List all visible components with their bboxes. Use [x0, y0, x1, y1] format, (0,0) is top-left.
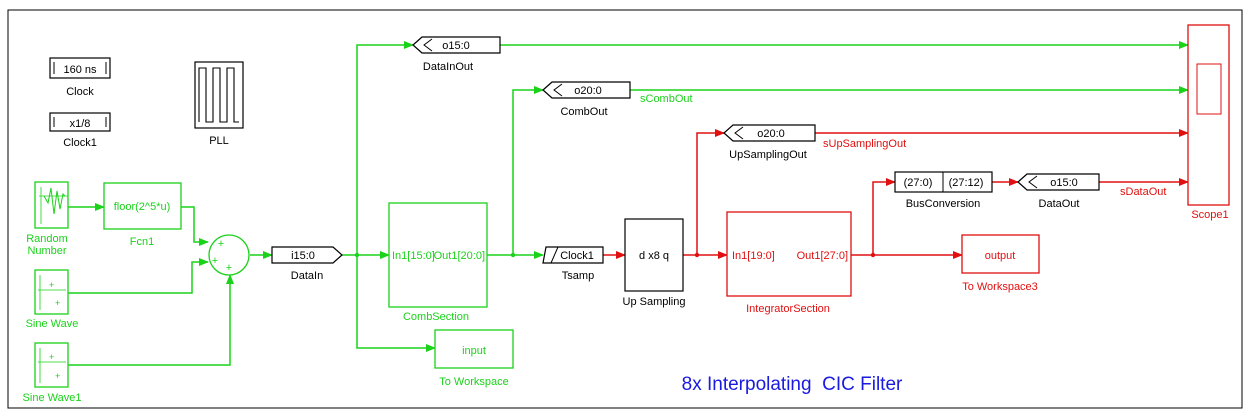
to-workspace-block[interactable]: input To Workspace [434, 329, 514, 388]
up-sampling-block[interactable]: d x8 q Up Sampling [623, 218, 686, 308]
datainout-block[interactable]: o15:0 DataInOut [412, 36, 501, 73]
datain-text: i15:0 [291, 250, 315, 262]
wire-sine1-to-sum [68, 274, 234, 366]
random-label-1: Random [26, 233, 68, 245]
to-workspace-label: To Workspace [439, 376, 509, 388]
pll-block[interactable]: PLL [194, 61, 244, 147]
to-workspace3-block[interactable]: output To Workspace3 [961, 234, 1040, 293]
combout-block[interactable]: o20:0 CombOut [542, 81, 631, 118]
integrator-port-in: In1[19:0] [732, 250, 775, 262]
wire-to-upsamplingout [696, 129, 725, 255]
upsamplingout-label: UpSamplingOut [729, 149, 807, 161]
dataout-label: DataOut [1039, 198, 1080, 210]
dataout-block[interactable]: o15:0 DataOut [1017, 173, 1100, 210]
clock1-text: x1/8 [70, 118, 91, 130]
random-label-2: Number [27, 245, 66, 257]
sum-sign: + [218, 238, 224, 250]
sine-wave1-block[interactable]: + + Sine Wave1 [23, 342, 82, 404]
clock-block[interactable]: 160 ns Clock [49, 57, 111, 98]
sum-sign: + [226, 262, 232, 274]
to-workspace-text: input [462, 345, 486, 357]
sine-wave-label: Sine Wave [26, 318, 79, 330]
datain-block[interactable]: i15:0 DataIn [271, 246, 343, 282]
wire-fcn1-to-sum [181, 206, 209, 246]
signal-label-combout: sCombOut [640, 93, 693, 105]
red-wires [603, 129, 1189, 259]
square-wave-icon [198, 67, 239, 123]
wire-to-datainout [356, 41, 414, 255]
red-junctions [694, 252, 876, 258]
fcn1-text: floor(2^5*u) [114, 201, 171, 213]
clock-text: 160 ns [63, 64, 97, 76]
to-workspace3-label: To Workspace3 [962, 281, 1038, 293]
sine1-glyph: + [49, 352, 54, 362]
tsamp-label: Tsamp [562, 270, 594, 282]
combout-text: o20:0 [574, 85, 602, 97]
comb-section-label: CombSection [403, 311, 469, 323]
datainout-label: DataInOut [423, 61, 473, 73]
bus-conversion-out: (27:12) [949, 177, 984, 189]
clock-label: Clock [66, 86, 94, 98]
sum-sign: + [212, 255, 218, 267]
scope1-label: Scope1 [1191, 209, 1228, 221]
wire-to-toworkspace [356, 255, 436, 352]
bus-conversion-block[interactable]: (27:0) (27:12) BusConversion [894, 171, 993, 210]
upsamplingout-text: o20:0 [757, 128, 785, 140]
integrator-port-out: Out1[27:0] [797, 250, 848, 262]
signal-label-dataout: sDataOut [1120, 186, 1166, 198]
junction-dot [694, 252, 700, 258]
scope-screen-icon [1196, 63, 1222, 115]
comb-section-block[interactable]: In1[15:0] Out1[20:0] CombSection [388, 202, 488, 323]
up-sampling-text: d x8 q [639, 250, 669, 262]
wire-to-busconversion [872, 178, 896, 255]
datainout-text: o15:0 [442, 40, 470, 52]
signal-label-upsampling: sUpSamplingOut [823, 138, 906, 150]
wire-sine-to-sum [68, 258, 209, 294]
integrator-section-block[interactable]: In1[19:0] Out1[27:0] IntegratorSection [726, 211, 852, 315]
comb-port-out: Out1[20:0] [434, 250, 485, 262]
tsamp-text: Clock1 [560, 250, 594, 262]
sine-glyph: + [49, 280, 54, 290]
up-sampling-label: Up Sampling [623, 296, 686, 308]
sine1-glyph: + [55, 371, 60, 381]
datain-label: DataIn [291, 270, 323, 282]
to-workspace3-text: output [985, 250, 1016, 262]
noise-icon [43, 187, 66, 215]
junction-dot [870, 252, 876, 258]
green-junctions [354, 252, 516, 258]
random-number-block[interactable]: Random Number [26, 181, 69, 257]
bus-conversion-label: BusConversion [906, 198, 981, 210]
fcn1-block[interactable]: floor(2^5*u) Fcn1 [103, 182, 182, 248]
junction-dot [354, 252, 360, 258]
sine-wave1-label: Sine Wave1 [23, 392, 82, 404]
comb-port-in: In1[15:0] [392, 250, 435, 262]
clock1-block[interactable]: x1/8 Clock1 [49, 112, 111, 149]
junction-dot [510, 252, 516, 258]
bus-conversion-in: (27:0) [904, 177, 933, 189]
sine-glyph: + [55, 298, 60, 308]
upsamplingout-block[interactable]: o20:0 UpSamplingOut [723, 124, 816, 161]
sine-wave-block[interactable]: + + Sine Wave [26, 269, 79, 330]
dataout-text: o15:0 [1050, 177, 1078, 189]
fcn1-label: Fcn1 [130, 236, 154, 248]
tsamp-block[interactable]: Clock1 Tsamp [542, 246, 604, 282]
diagram-title: 8x Interpolating CIC Filter [682, 374, 903, 395]
clock1-label: Clock1 [63, 137, 97, 149]
combout-label: CombOut [560, 106, 607, 118]
scope1-block[interactable]: Scope1 [1187, 24, 1230, 221]
pll-label: PLL [209, 135, 229, 147]
sum-block[interactable]: + + + [208, 234, 250, 276]
wire-to-combout [512, 86, 544, 255]
integrator-section-label: IntegratorSection [746, 303, 830, 315]
